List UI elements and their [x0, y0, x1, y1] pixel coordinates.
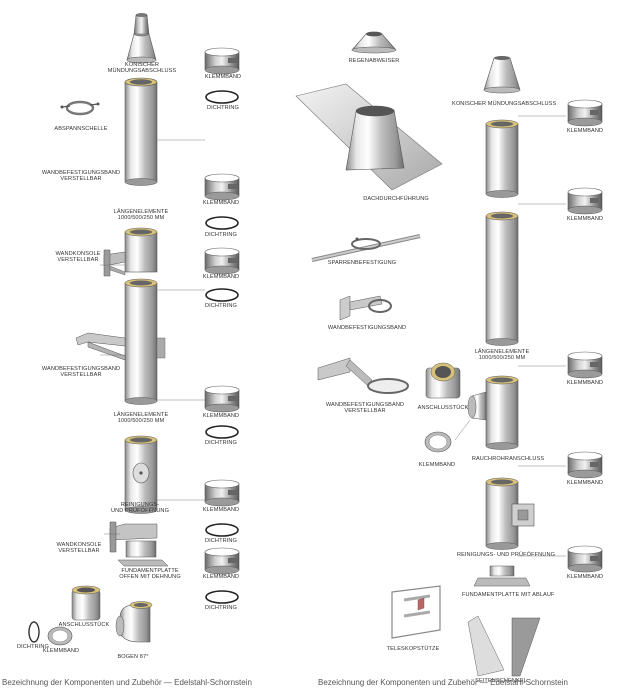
dichtring-4-left [205, 425, 239, 439]
label-klemmband-7-left: KLEMMBAND [42, 648, 80, 654]
label-dichtring-2-left: DICHTRING [205, 232, 237, 238]
label-klemmband-6-left: KLEMMBAND [202, 574, 240, 580]
label-rauchrohranschluss: RAUCHROHRANSCHLUSS [471, 456, 545, 462]
footer-left: Bezeichnung der Komponenten und Zubehör … [2, 678, 252, 687]
label-klemmband-4-left: KLEMMBAND [202, 413, 240, 419]
connector-left [71, 585, 101, 621]
band-stack-right [567, 99, 603, 573]
label-dichtring-3-left: DICHTRING [205, 303, 237, 309]
dichtring-2-left [205, 216, 239, 230]
label-regenabweiser: REGENABWEISER [348, 58, 400, 64]
dichtring-3-left [205, 288, 239, 302]
leader-lines-right [518, 115, 566, 557]
label-dichtring-1-left: DICHTRING [207, 105, 239, 111]
label-dichtring-6-left: DICHTRING [205, 605, 237, 611]
base-plate-right [473, 565, 531, 587]
inspection-pipe-right [485, 477, 535, 550]
klemmband-1-right [567, 99, 603, 127]
left-chimney-assembly [28, 13, 205, 646]
pipe-with-console-left [103, 227, 158, 277]
inspection-pipe-left [124, 435, 158, 514]
label-konischer-muendungsabschluss-right: KONISCHER MÜNDUNGSABSCHLUSS [452, 101, 557, 107]
klemmband-3-left [204, 247, 240, 275]
leader-lines-left [100, 139, 205, 535]
label-abspannschelle: ABSPANNSCHELLE [54, 126, 108, 132]
klemmband-2-right [567, 187, 603, 215]
right-chimney-assembly [295, 31, 603, 677]
pipe-top-left [124, 77, 158, 186]
label-klemmband-6-right: KLEMMBAND [566, 574, 604, 580]
cone-right [483, 56, 521, 94]
label-klemmband-4-right: KLEMMBAND [418, 462, 456, 468]
side-legs [467, 615, 541, 677]
connector-right [425, 362, 461, 399]
klemmband-4-left [204, 385, 240, 413]
label-dichtring-4-left: DICHTRING [205, 440, 237, 446]
label-teleskopstuetze: TELESKOPSTÜTZE [386, 646, 440, 652]
klemmband-5-right [567, 451, 603, 479]
tension-clamp-left [60, 100, 100, 116]
label-fundamentplatte-right: FUNDAMENTPLATTE MIT ABLAUF [462, 592, 555, 598]
klemmband-3-right [567, 351, 603, 379]
klemmband-loose-right [424, 419, 471, 453]
label-wandbefestigungsband-1-right: WANDBEFESTIGUNGSBAND [327, 325, 407, 331]
pipe-mid-left [75, 278, 166, 405]
klemmband-6-right [567, 545, 603, 573]
label-dachdurchfuehrung: DACHDURCHFÜHRUNG [363, 196, 429, 202]
label-anschlussstueck-right: ANSCHLUSSTÜCK [417, 405, 469, 411]
label-klemmband-1-left: KLEMMBAND [204, 74, 242, 80]
label-reinigungs-left: REINIGUNGS-UND PRÜFÖFFNUNG [110, 502, 170, 515]
dichtring-6-left [205, 590, 239, 604]
label-seitenschenkel: SEITENSCHENKEL [475, 678, 527, 684]
roof-flashing [295, 83, 443, 191]
pipe-short-right [485, 119, 519, 198]
telescopic-support [391, 585, 441, 639]
rafter-mount [311, 234, 421, 262]
elbow-87-left [115, 601, 153, 643]
ring-dichtring-7 [28, 621, 40, 643]
pipe-long-right [485, 211, 519, 346]
band-ring-stack-left [204, 47, 240, 604]
label-klemmband-3-left: KLEMMBAND [202, 274, 240, 280]
dichtring-5-left [205, 523, 239, 537]
label-dichtring-5-left: DICHTRING [205, 538, 237, 544]
label-bogen: BOGEN 87° [117, 654, 149, 660]
label-reinigungs-right: REINIGUNGS- UND PRÜFÖFFNUNG [456, 552, 556, 558]
wall-band-right-2 [317, 357, 409, 394]
conical-cap-left [126, 13, 157, 64]
footer-right: Bezeichnung der Komponenten und Zubehör … [318, 678, 568, 687]
label-dichtring-7-left: DICHTRING [17, 644, 49, 650]
band-klemmband-7 [47, 626, 73, 646]
bottom-console-left [109, 521, 169, 567]
tee-right [467, 375, 519, 450]
klemmband-1-left [204, 47, 240, 75]
label-klemmband-3-right: KLEMMBAND [566, 380, 604, 386]
dichtring-1-left [205, 90, 239, 104]
label-klemmband-2-left: KLEMMBAND [202, 200, 240, 206]
wall-band-right-1 [339, 295, 392, 321]
rain-deflector [351, 31, 397, 54]
label-klemmband-5-right: KLEMMBAND [566, 480, 604, 486]
klemmband-5-left [204, 479, 240, 507]
label-anschlussstueck-left: ANSCHLUSSTÜCK [58, 622, 110, 628]
klemmband-2-left [204, 173, 240, 201]
label-klemmband-2-right: KLEMMBAND [566, 216, 604, 222]
label-sparrenbefestigung: SPARRENBEFESTIGUNG [327, 260, 397, 266]
label-klemmband-5-left: KLEMMBAND [202, 507, 240, 513]
label-klemmband-1-right: KLEMMBAND [566, 128, 604, 134]
klemmband-6-left [204, 547, 240, 575]
